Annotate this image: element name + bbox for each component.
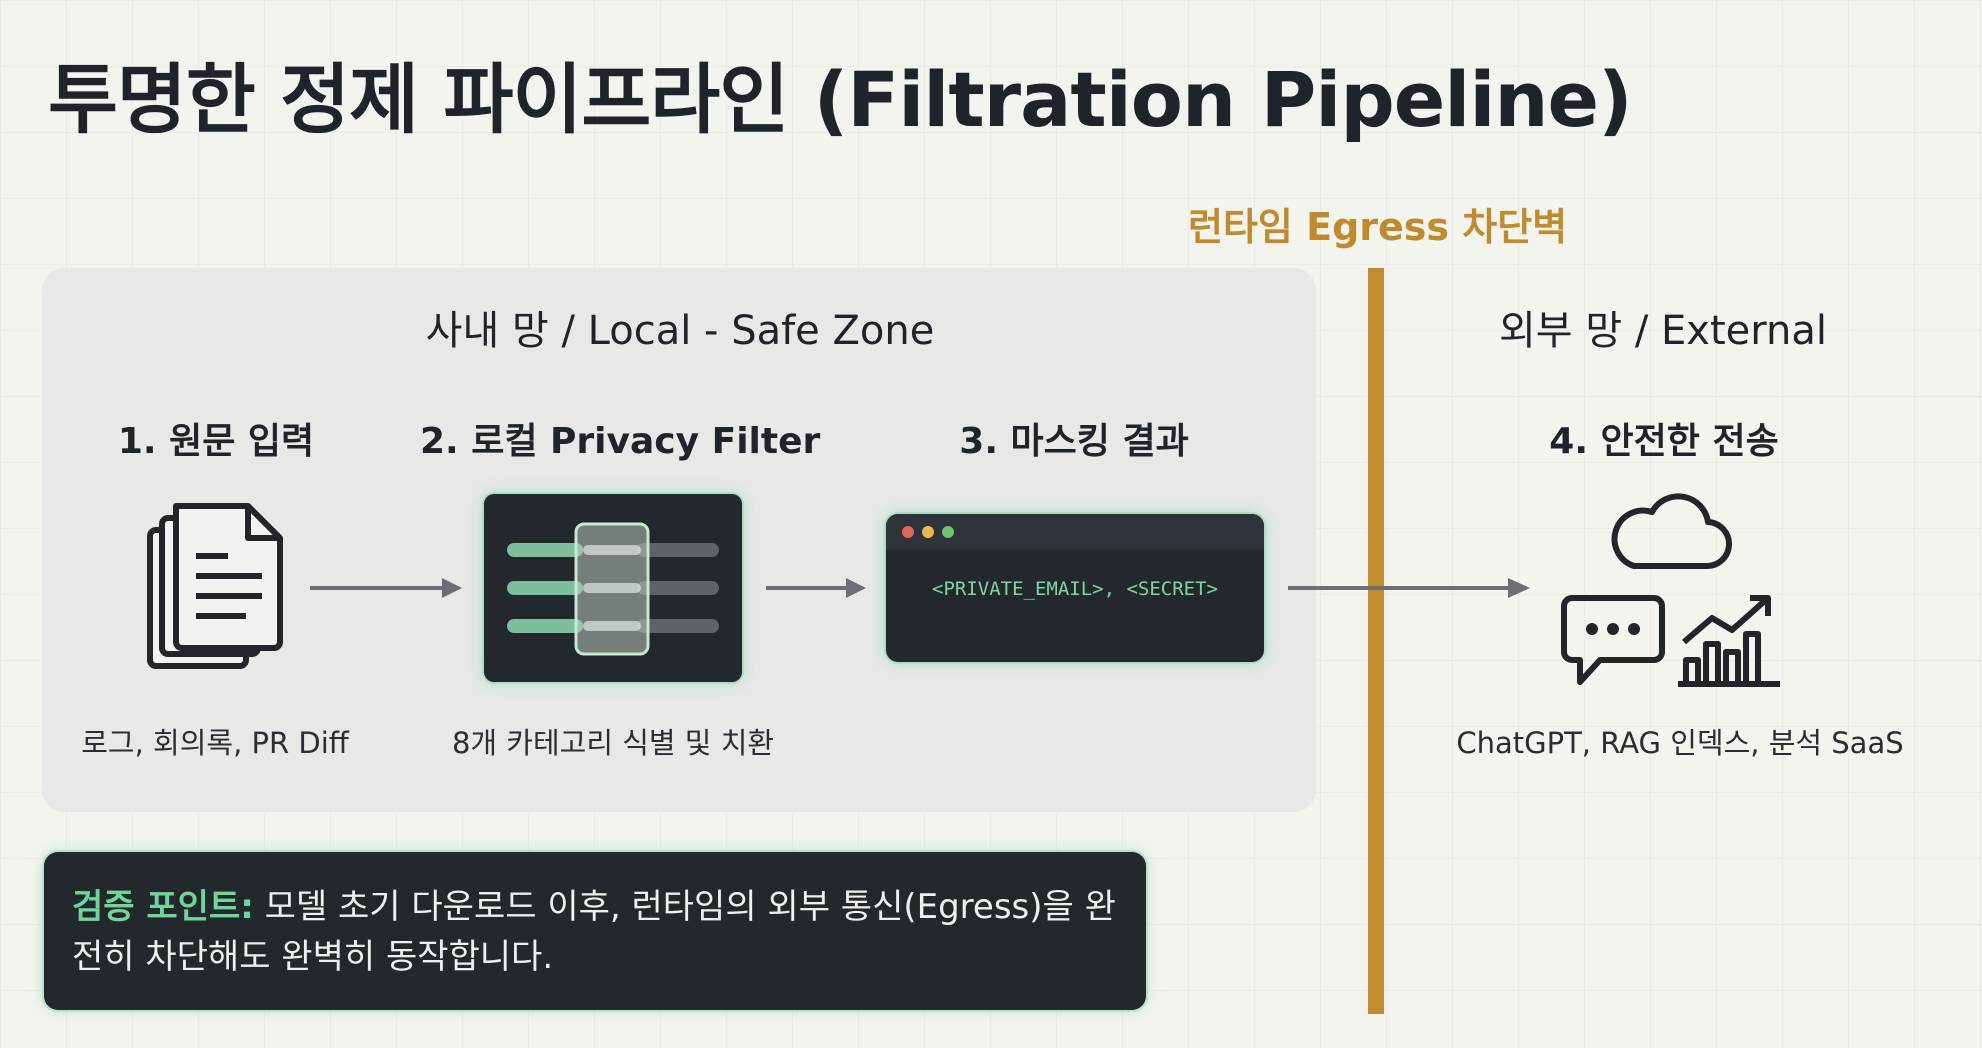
verification-note-label: 검증 포인트: xyxy=(72,887,254,927)
external-zone-title: 외부 망 / External xyxy=(1499,308,1827,354)
page-title: 투명한 정제 파이프라인 (Filtration Pipeline) xyxy=(48,55,1633,144)
egress-wall-label: 런타임 Egress 차단벽 xyxy=(1188,205,1568,249)
minimize-dot-icon xyxy=(922,526,934,538)
cloud-icon xyxy=(1611,493,1732,570)
verification-note: 검증 포인트: 모델 초기 다운로드 이후, 런타임의 외부 통신(Egress… xyxy=(44,852,1146,1010)
filter-icon xyxy=(507,522,719,656)
flow-arrow-3 xyxy=(1288,578,1530,598)
masked-output-terminal: <PRIVATE_EMAIL>, <SECRET> xyxy=(886,514,1264,662)
local-zone-title: 사내 망 / Local - Safe Zone xyxy=(425,308,935,354)
documents-icon xyxy=(147,503,283,669)
step-4-caption: ChatGPT, RAG 인덱스, 분석 SaaS xyxy=(1456,726,1904,760)
flow-arrow-1 xyxy=(310,578,462,598)
masked-output-text: <PRIVATE_EMAIL>, <SECRET> xyxy=(932,578,1218,600)
step-4-title: 4. 안전한 전송 xyxy=(1549,421,1779,462)
close-dot-icon xyxy=(902,526,914,538)
chat-bubble-icon xyxy=(1561,595,1665,685)
egress-wall xyxy=(1368,268,1384,1014)
step-1-caption: 로그, 회의록, PR Diff xyxy=(81,726,349,760)
growth-chart-icon xyxy=(1678,595,1780,687)
privacy-filter-box xyxy=(484,494,742,682)
verification-note-text: 모델 초기 다운로드 이후, 런타임의 외부 통신(Egress)을 완전히 차… xyxy=(72,887,1116,977)
terminal-title-bar xyxy=(886,514,1264,550)
step-1-title: 1. 원문 입력 xyxy=(117,421,315,462)
step-3-title: 3. 마스킹 결과 xyxy=(959,421,1189,462)
step-2-title: 2. 로컬 Privacy Filter xyxy=(420,421,821,462)
flow-arrow-2 xyxy=(766,578,866,598)
maximize-dot-icon xyxy=(942,526,954,538)
step-2-caption: 8개 카테고리 식별 및 치환 xyxy=(451,726,775,760)
